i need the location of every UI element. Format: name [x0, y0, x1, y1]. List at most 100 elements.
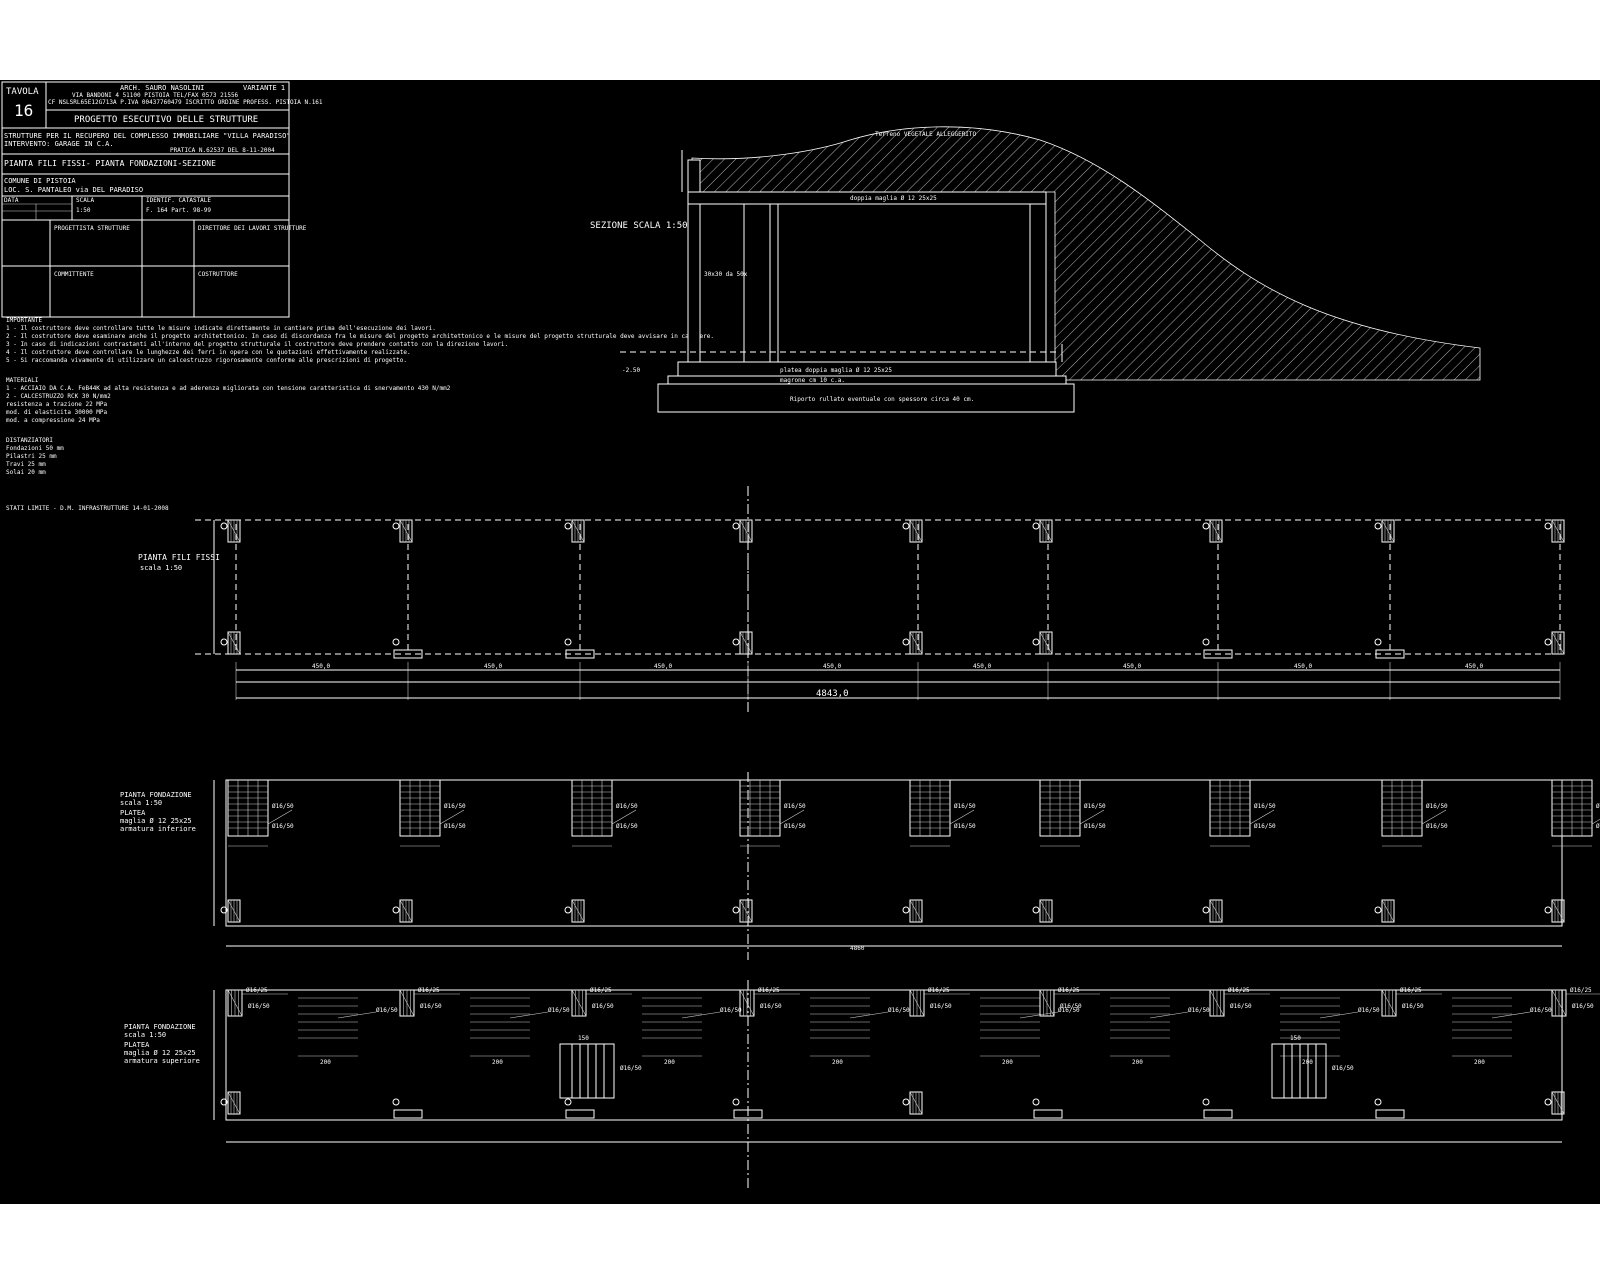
plan-fili-title: PIANTA FILI FISSI [138, 553, 220, 562]
drawing-sheet: TAVOLA 16 ARCH. SAURO NASOLINI VARIANTE … [0, 80, 1600, 1204]
rebar-label: Ø16/25 [1570, 987, 1592, 994]
note-line: 1 - Il costruttore deve controllare tutt… [6, 325, 436, 332]
catasto-value: F. 164 Part. 98-99 [146, 207, 211, 214]
cad-line [1381, 899, 1395, 923]
detail-box-2: 150 Ø16/50 [1271, 1035, 1354, 1099]
grid-bubble [1544, 1098, 1552, 1106]
cad-line [571, 899, 585, 923]
committente-label: COMMITTENTE [54, 271, 94, 278]
cad-line [739, 989, 755, 1017]
cad-line [1551, 989, 1567, 1017]
leader-line [1249, 809, 1275, 825]
grid-bubble [220, 1098, 228, 1106]
comune: COMUNE DI PISTOIA [4, 177, 76, 185]
section-view: SEZIONE SCALA 1:50 Terreno VEGETALE ALLE… [590, 126, 1481, 413]
cad-line [399, 519, 413, 543]
material-line: Travi 25 mm [6, 461, 46, 468]
leader-line [1421, 809, 1447, 825]
cad-line [227, 1091, 241, 1115]
quota-label: -2.50 [622, 367, 640, 374]
grid-bubble [1202, 906, 1210, 914]
subject-line-1: STRUTTURE PER IL RECUPERO DEL COMPLESSO … [4, 132, 291, 140]
span-dimension: 450,0 [973, 663, 991, 670]
rebar-label: Ø16/25 [1400, 987, 1422, 994]
detail-box-1: 150 Ø16/50 [559, 1035, 642, 1099]
plan-sup-title: PIANTA FONDAZIONE [124, 1023, 196, 1031]
cad-line [1209, 519, 1223, 543]
span-dimension: 200 [320, 1059, 331, 1066]
cad-line [1209, 989, 1225, 1017]
rebar-label: Ø16/50 [548, 1007, 570, 1014]
cad-line [227, 899, 241, 923]
roof-slab [687, 191, 1047, 205]
grid-bubble [732, 1098, 740, 1106]
span-dimension: 200 [1132, 1059, 1143, 1066]
rebar-label: Ø16/50 [1426, 823, 1448, 830]
grid-bubble [1032, 1098, 1040, 1106]
span-dimension: 450,0 [484, 663, 502, 670]
leader-line [439, 809, 465, 825]
subject-line-2: INTERVENTO: GARAGE IN C.A. [4, 140, 114, 148]
grid-bubble [1202, 522, 1210, 530]
leader-line [1319, 1011, 1359, 1019]
span-dimension: 450,0 [1465, 663, 1483, 670]
grid-bubble [564, 522, 572, 530]
general-notes: IMPORTANTE 1 - Il costruttore deve contr… [6, 317, 714, 512]
grid-bubble [902, 906, 910, 914]
front-pillar [687, 203, 701, 363]
rebar-label: Ø16/50 [1084, 823, 1106, 830]
scala-label: SCALA [76, 197, 94, 204]
grid-bubble [1374, 522, 1382, 530]
pillar-block [1203, 1109, 1233, 1119]
riporto [657, 383, 1075, 413]
cad-line [739, 519, 753, 543]
rebar-label: Ø16/50 [248, 1003, 270, 1010]
plan-sup-scale: scala 1:50 [124, 1031, 166, 1039]
variant-label: VARIANTE 1 [243, 84, 285, 92]
grid-bubble [902, 522, 910, 530]
materials-heading: MATERIALI [6, 377, 39, 384]
cad-line [399, 989, 415, 1017]
rebar-label: Ø16/50 [760, 1003, 782, 1010]
grid-bubble [1032, 906, 1040, 914]
platea-outline [225, 989, 1563, 1121]
leader-line [1149, 1011, 1189, 1019]
tavola-label: TAVOLA [6, 87, 39, 97]
note-line: 2 - Il costruttore deve esaminare anche … [6, 333, 714, 340]
rebar-label: Ø16/50 [616, 823, 638, 830]
rebar-label: Ø16/50 [376, 1007, 398, 1014]
slab-rebar-label: doppia maglia Ø 12 25x25 [850, 195, 937, 202]
leader-line [509, 1011, 549, 1019]
leader-line [1019, 1011, 1059, 1019]
leader-line [849, 1011, 889, 1019]
rebar-label: Ø16/50 [444, 823, 466, 830]
rebar-label: Ø16/50 [1596, 823, 1600, 830]
grid-bubble [564, 638, 572, 646]
cad-line [909, 1091, 923, 1115]
rebar-label: Ø16/50 [272, 823, 294, 830]
drawing-title: PIANTA FILI FISSI- PIANTA FONDAZIONI-SEZ… [4, 159, 216, 168]
cad-line [1551, 519, 1565, 543]
material-line: 1 - ACCIAIO DA C.A. FeB44K ad alta resis… [6, 385, 451, 392]
grid-bubble [564, 1098, 572, 1106]
leader-line [611, 809, 637, 825]
tavola-number: 16 [14, 101, 33, 120]
magrone [667, 375, 1067, 385]
rebar-label: Ø16/50 [1426, 803, 1448, 810]
rebar-label: Ø16/50 [1530, 1007, 1552, 1014]
grid-bubble [220, 522, 228, 530]
rebar-label: Ø16/50 [784, 823, 806, 830]
direttore-label: DIRETTORE DEI LAVORI STRUTTURE [198, 225, 307, 232]
localita: LOC. S. PANTALEO via DEL PARADISO [4, 186, 143, 194]
cad-line [1039, 899, 1053, 923]
rebar-label: Ø16/25 [418, 987, 440, 994]
magrone-label: magrone cm 10 c.a. [780, 377, 845, 384]
rebar-label: Ø16/50 [1058, 1007, 1080, 1014]
plan-fondazione-superiore: Ø16/25Ø16/50Ø16/50200Ø16/25Ø16/50Ø16/502… [213, 980, 1600, 1190]
material-line: resistenza a trazione 22 MPa [6, 401, 108, 408]
rebar-label: Ø16/50 [1084, 803, 1106, 810]
cad-line [739, 631, 753, 655]
note-line: 5 - Si raccomanda vivamente di utilizzar… [6, 357, 407, 364]
grid-bubble [1544, 906, 1552, 914]
plan-fili-scale: scala 1:50 [140, 564, 182, 572]
